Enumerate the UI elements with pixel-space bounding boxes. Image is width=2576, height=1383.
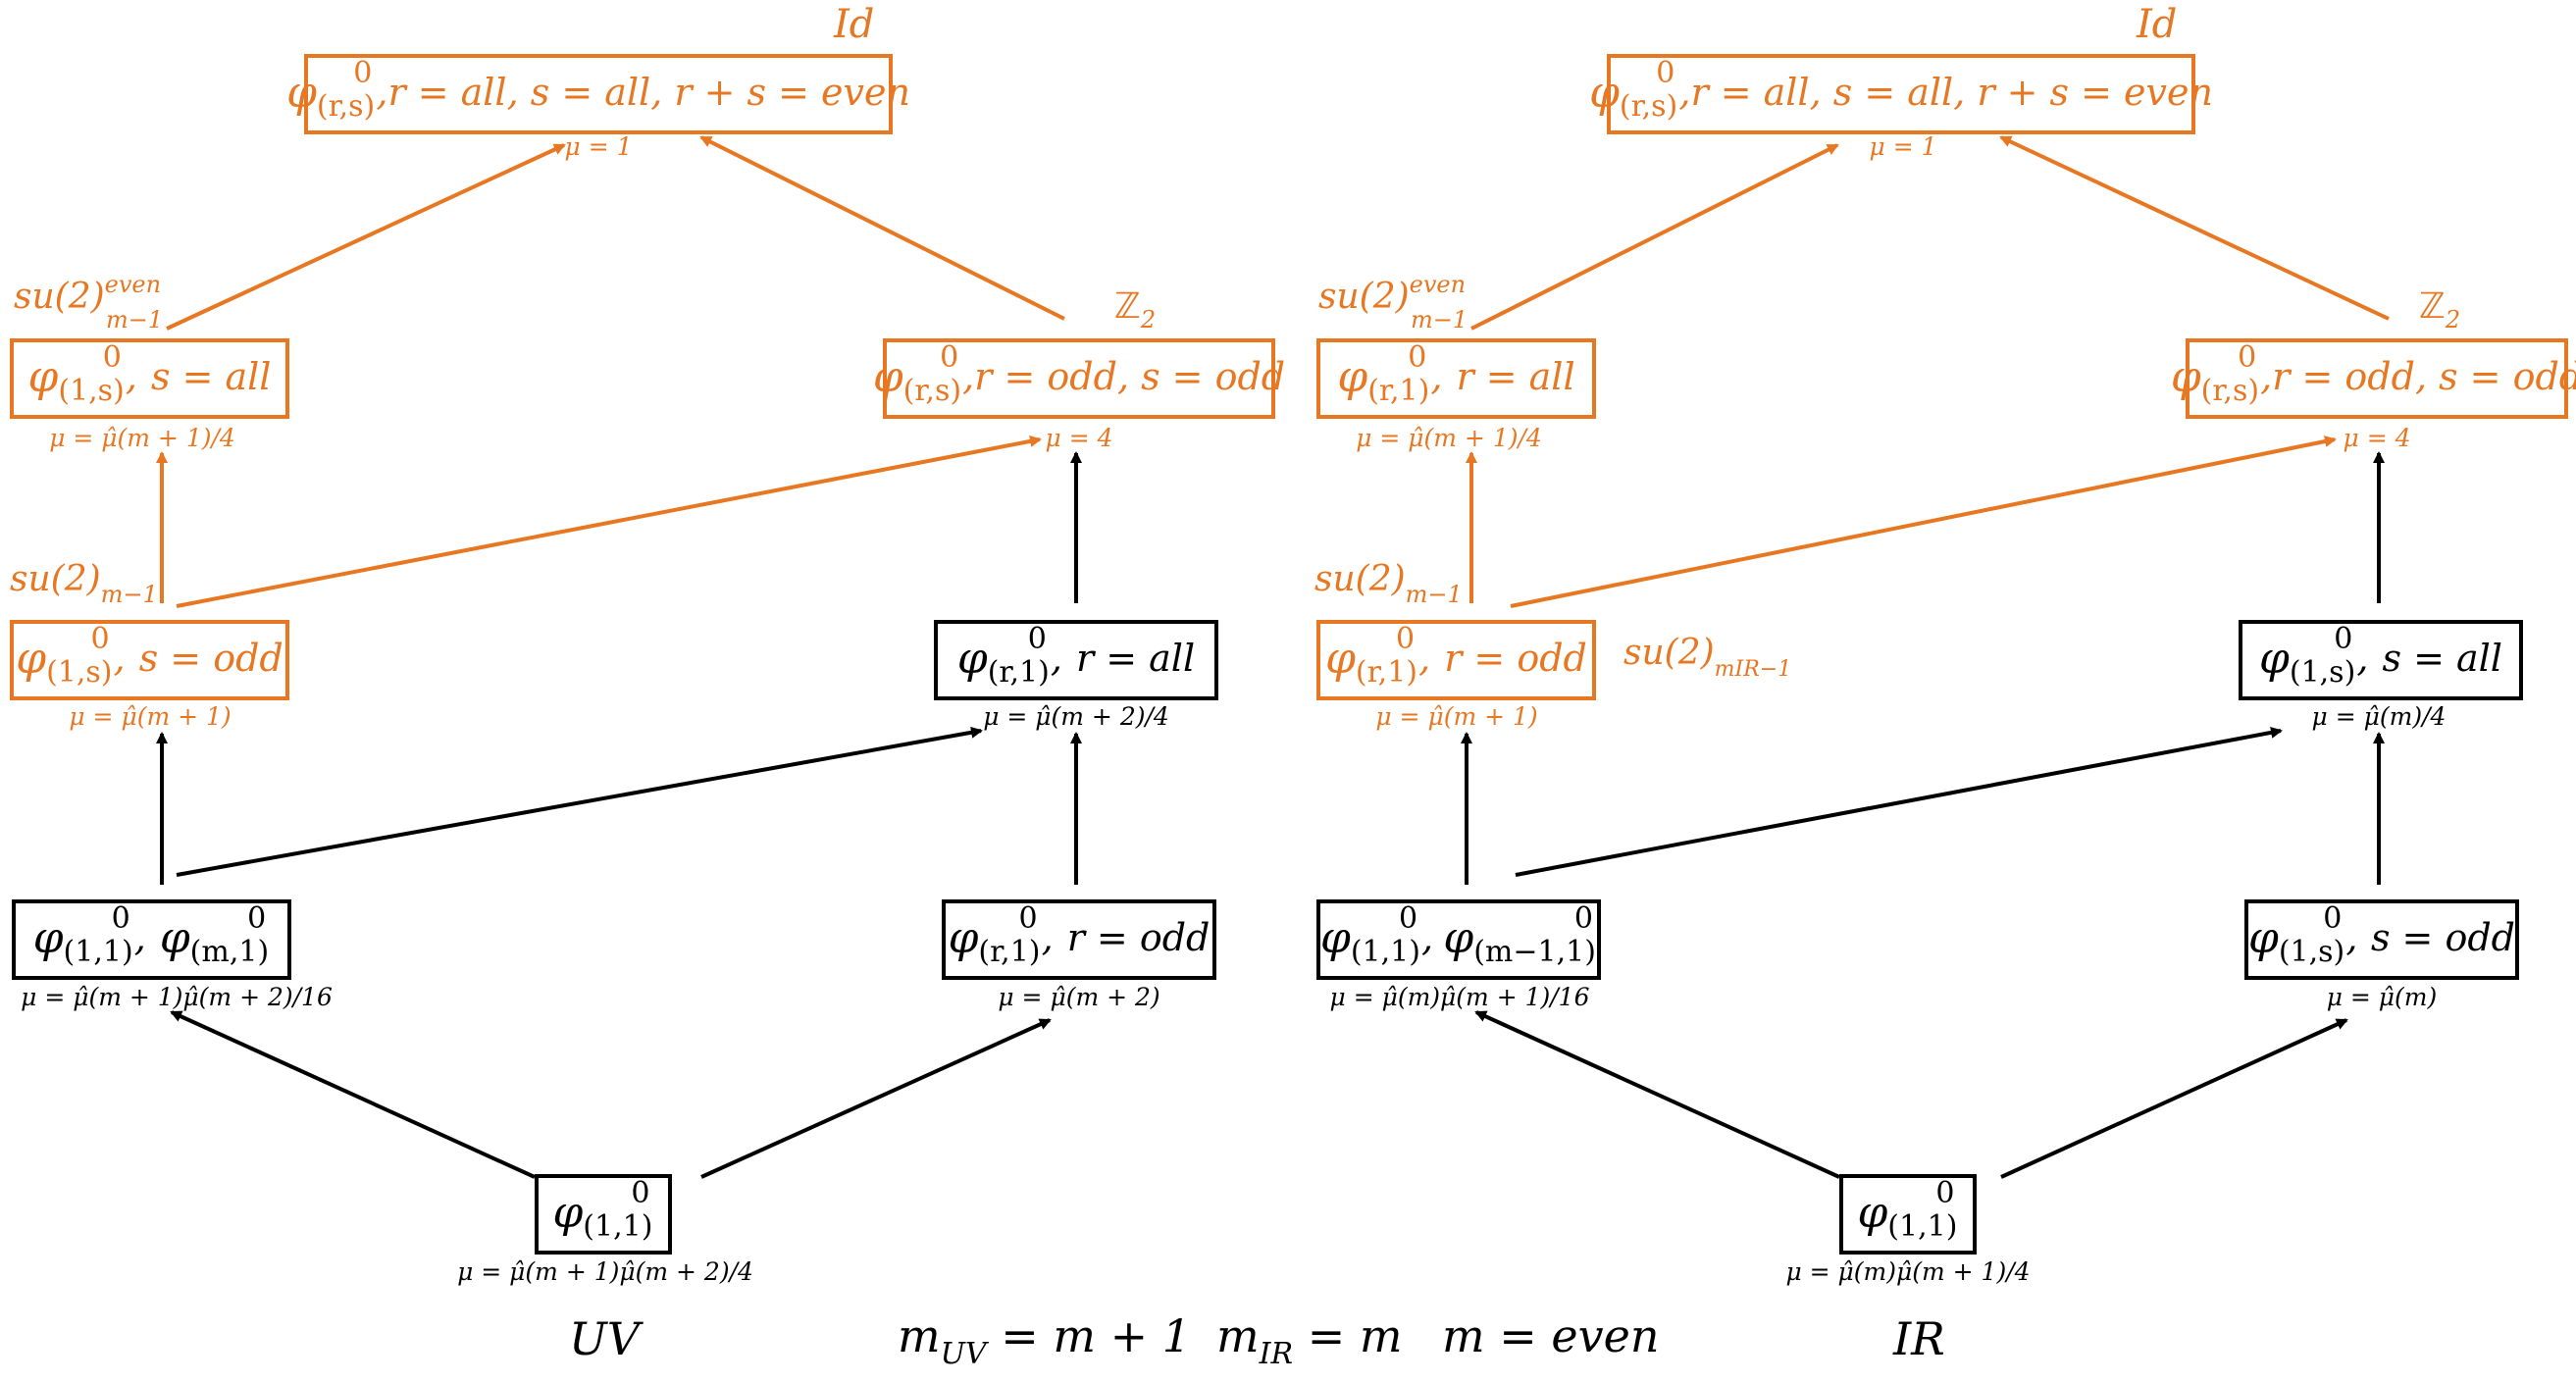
node-ir-left-low: φ(1,1)0,φ(m−1,1)0 bbox=[1316, 899, 1601, 980]
mu-label: μ = μ̂(m)μ̂(m + 1)/16 bbox=[1329, 983, 1590, 1011]
field-superscript: 0 bbox=[353, 55, 373, 90]
mu-label: μ = μ̂(m + 1)/4 bbox=[1356, 424, 1542, 452]
footer-ir: IR bbox=[1893, 1312, 1945, 1365]
mu-label: μ = 4 bbox=[2343, 424, 2411, 452]
mu-label: μ = μ̂(m + 1)μ̂(m + 2)/4 bbox=[457, 1257, 753, 1286]
mu-label: μ = 1 bbox=[564, 132, 633, 161]
node-ir-left-mid: φ(r,1)0,r = odd bbox=[1316, 620, 1596, 700]
black-flow-arrow-10 bbox=[2000, 1018, 2348, 1179]
mu-label: μ = μ̂(m + 2)/4 bbox=[983, 702, 1169, 731]
orange-flow-arrow-17 bbox=[1510, 435, 2337, 608]
id-label: Id bbox=[2137, 2, 2178, 47]
mu-label: μ = μ̂(m)/4 bbox=[2311, 702, 2447, 731]
orange-flow-arrow-7 bbox=[176, 435, 1042, 608]
mu-label: μ = μ̂(m + 1) bbox=[1375, 702, 1538, 731]
node-uv-top: φ(r,s)0,r = all, s = all, r + s = even bbox=[286, 54, 910, 134]
mu-label: μ = μ̂(m + 1) bbox=[69, 702, 232, 731]
mu-label: μ = 4 bbox=[1045, 424, 1113, 452]
node-ir-top: φ(r,s)0,r = all, s = all, r + s = even bbox=[1589, 54, 2213, 134]
black-flow-arrow-1 bbox=[170, 1010, 536, 1179]
mu-label: μ = μ̂(m)μ̂(m + 1)/4 bbox=[1785, 1257, 2031, 1286]
side-symmetry-label: su(2)mIR−1 bbox=[1623, 633, 1792, 682]
black-flow-arrow-13 bbox=[1515, 726, 2283, 877]
orange-flow-arrow-9 bbox=[699, 135, 1065, 321]
symmetry-label-sub: m−1 bbox=[106, 306, 164, 333]
node-uv-left-low: φ(1,1)0,φ(m,1)0 bbox=[12, 899, 291, 980]
mu-label: μ = μ̂(m + 1)μ̂(m + 2)/16 bbox=[21, 983, 333, 1011]
black-flow-arrow-11 bbox=[1474, 1010, 1840, 1179]
footer-mir: mIR = m bbox=[1216, 1309, 1403, 1371]
id-label: Id bbox=[834, 2, 875, 47]
mu-label: μ = μ̂(m + 2) bbox=[998, 983, 1160, 1011]
node-uv-right-mid: φ(r,1)0,r = all bbox=[934, 620, 1218, 700]
symmetry-label: ℤ2 bbox=[1114, 286, 1157, 333]
symmetry-label: su(2)m−1 bbox=[1314, 559, 1463, 608]
symmetry-label: su(2)even bbox=[1318, 271, 1467, 317]
field-subscript: (r,s) bbox=[316, 88, 376, 124]
footer-muv: mUV = m + 1 bbox=[898, 1309, 1192, 1371]
footer-m-even: m = even bbox=[1442, 1309, 1660, 1362]
node-uv-bottom: φ(1,1)0 bbox=[535, 1174, 672, 1255]
orange-flow-arrow-19 bbox=[1999, 135, 2390, 321]
node-ir-bottom: φ(1,1)0 bbox=[1839, 1174, 1977, 1255]
footer-uv: UV bbox=[569, 1312, 640, 1365]
orange-flow-arrow-18 bbox=[1470, 143, 1839, 331]
node-uv-left-mid: φ(1,s)0,s = odd bbox=[10, 620, 289, 700]
node-condition: r = all, s = all, r + s = even bbox=[387, 71, 910, 114]
symmetry-label-sub: m−1 bbox=[1411, 306, 1468, 333]
node-ir-right-mid: φ(1,s)0,s = all bbox=[2239, 620, 2523, 700]
symmetry-label: su(2)m−1 bbox=[10, 559, 158, 608]
node-ir-right-low: φ(1,s)0,s = odd bbox=[2244, 899, 2519, 980]
black-flow-arrow-3 bbox=[176, 726, 983, 877]
mu-label: μ = μ̂(m + 1)/4 bbox=[49, 424, 235, 452]
symmetry-label: ℤ2 bbox=[2419, 286, 2461, 333]
mu-label: μ = 1 bbox=[1869, 132, 1937, 161]
field-symbol: φ bbox=[286, 67, 317, 118]
node-ir-left-upper: φ(r,1)0,r = all bbox=[1316, 338, 1596, 419]
orange-flow-arrow-8 bbox=[166, 143, 566, 331]
node-uv-left-upper: φ(1,s)0,s = all bbox=[10, 338, 289, 419]
node-ir-right-upper: φ(r,s)0,r = odd, s = odd bbox=[2171, 338, 2576, 419]
mu-label: μ = μ̂(m) bbox=[2326, 983, 2438, 1011]
symmetry-label: su(2)even bbox=[14, 271, 162, 317]
node-uv-right-low: φ(r,1)0,r = odd bbox=[942, 899, 1216, 980]
black-flow-arrow-0 bbox=[700, 1018, 1052, 1179]
node-uv-right-upper: φ(r,s)0,r = odd, s = odd bbox=[873, 338, 1285, 419]
